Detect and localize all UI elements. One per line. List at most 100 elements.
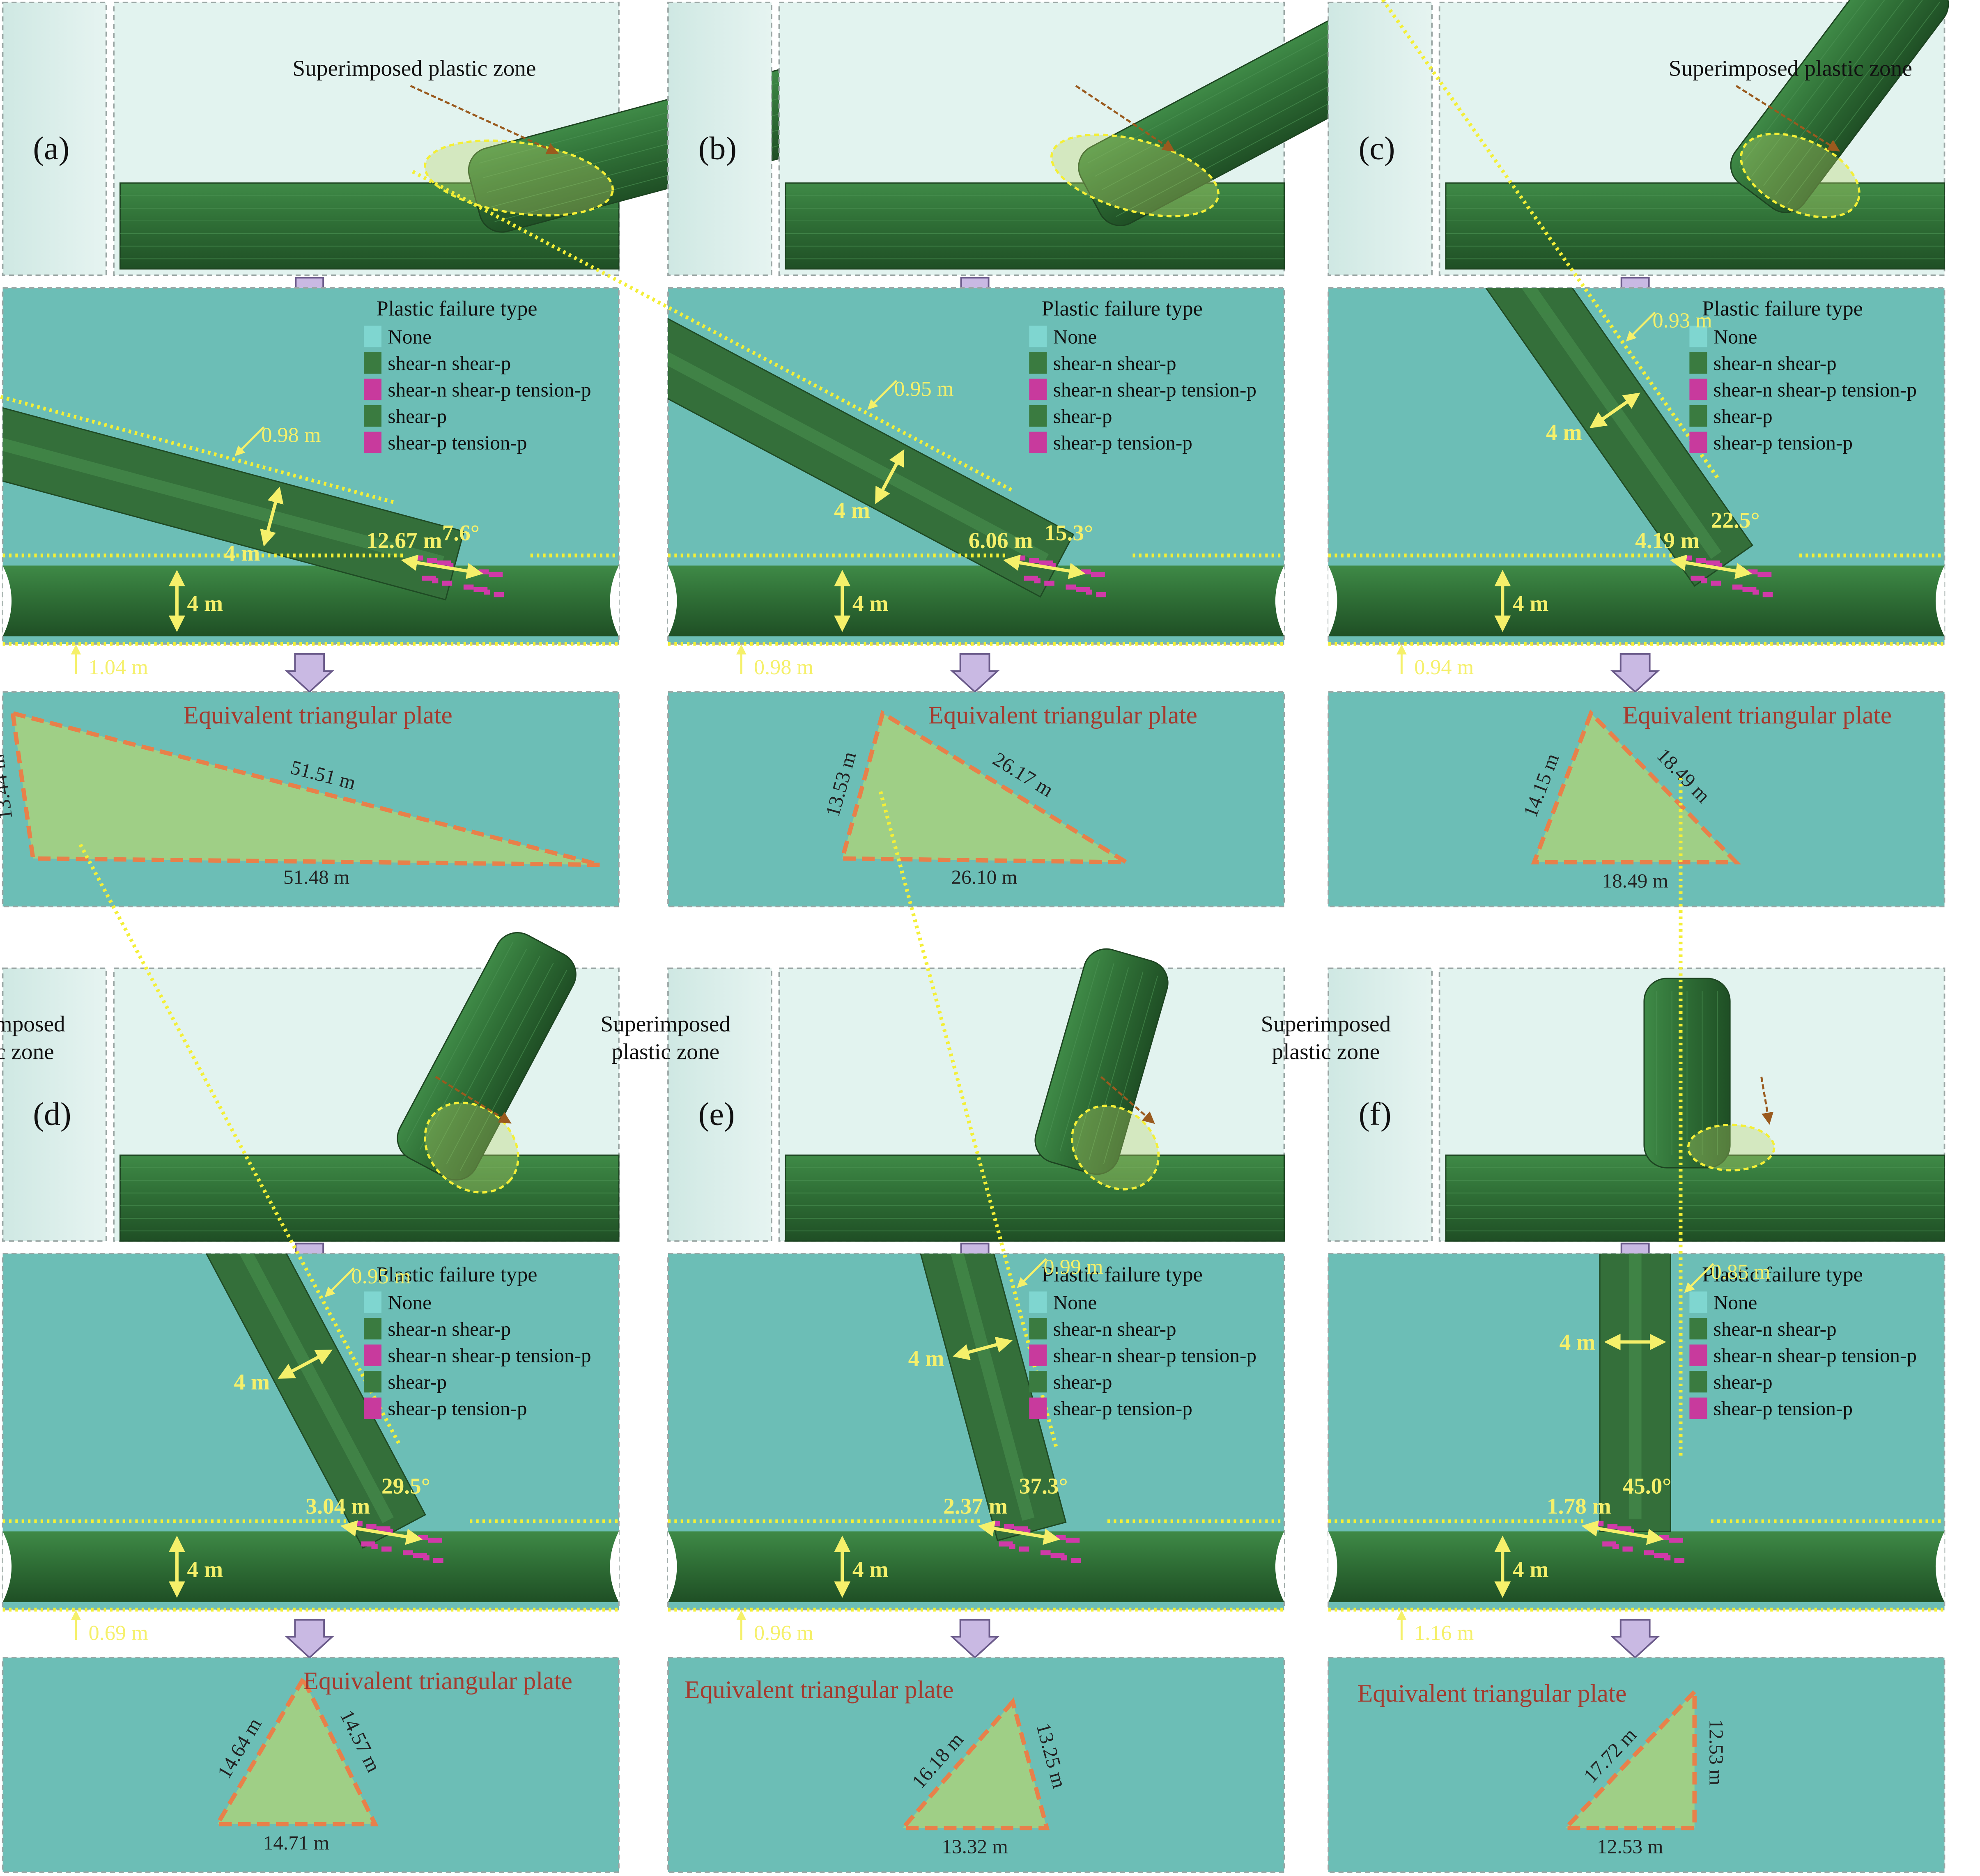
branch-highlight <box>2 438 444 569</box>
tension-spot <box>994 1521 1000 1527</box>
annotations: 4 m4 m0.99 m0.96 m2.37 m37.3° <box>736 1255 1103 1645</box>
plate-bottom-label: 18.49 m <box>1602 870 1668 892</box>
legend-label: shear-p <box>388 1371 447 1393</box>
plastic-zone-ellipse <box>1740 133 1861 218</box>
tension-spot <box>366 1524 377 1529</box>
thickness-branch-tick <box>1626 311 1656 342</box>
tunnel-end-right <box>1275 565 1284 636</box>
legend-label: shear-n shear-p tension-p <box>388 378 591 401</box>
branch-highlight <box>951 1254 1035 1521</box>
equivalent-triangle <box>10 710 601 867</box>
legend-swatch <box>363 1397 381 1419</box>
plastic-zone-ellipse <box>424 1101 519 1194</box>
intersection-length-label: 6.06 m <box>969 528 1033 553</box>
angle-label: 45.0° <box>1622 1473 1671 1498</box>
legend-title: Plastic failure type <box>1702 297 1863 321</box>
mesh-line <box>1763 0 1916 186</box>
legend-label: None <box>388 1291 432 1313</box>
tension-spot <box>1055 1535 1066 1541</box>
plastic-zone-label: Superimposed plastic zone <box>292 55 536 80</box>
tension-spot <box>1066 1537 1080 1543</box>
legend-swatch <box>363 1371 381 1393</box>
tension-spot <box>1091 572 1105 577</box>
tension-spot <box>1607 1524 1618 1529</box>
tension-spot <box>1664 1555 1671 1561</box>
width-main-label: 4 m <box>852 1557 889 1582</box>
mesh-line <box>1787 2 1940 204</box>
thickness-bottom-label: 1.04 m <box>89 655 148 679</box>
main-tunnel-body <box>1328 1531 1945 1602</box>
tension-spot <box>478 569 489 574</box>
tension-spot <box>356 1521 363 1527</box>
main-tunnel <box>668 1531 1284 1602</box>
legend-label: shear-n shear-p <box>1053 1318 1176 1340</box>
mesh-line <box>459 970 567 1171</box>
branch-tunnel-3d <box>1730 0 1949 213</box>
plastic-zone-pointer <box>410 85 559 154</box>
legend-swatch <box>1689 1344 1707 1366</box>
legend-swatch <box>363 432 381 453</box>
thickness-branch-label: 0.95 m <box>894 377 953 401</box>
tension-spot <box>1762 592 1773 597</box>
legend-title: Plastic failure type <box>1702 1263 1863 1286</box>
main-tunnel <box>668 565 1284 636</box>
legend-swatch <box>1689 1318 1707 1340</box>
mesh-line <box>1775 0 1928 195</box>
legend-swatch <box>1029 326 1047 347</box>
branch-tunnel-3d <box>1034 948 1169 1175</box>
panel-label: (a) <box>33 130 69 166</box>
legend-swatch <box>1029 1291 1047 1313</box>
flow-arrow-2 <box>285 1619 335 1659</box>
mesh-line <box>1751 0 1904 177</box>
main-tunnel-body <box>2 1531 619 1602</box>
width-branch-label: 4 m <box>908 1346 944 1371</box>
legend-label: shear-n shear-p <box>388 352 511 374</box>
legend-swatch <box>363 1291 381 1313</box>
legend-label: shear-p tension-p <box>1714 432 1853 454</box>
legend-label: None <box>1053 325 1097 348</box>
plastic-zone-label-line: Superimposed <box>1261 1011 1391 1036</box>
angle-label: 7.6° <box>442 520 480 545</box>
legend-label: None <box>388 325 432 348</box>
tension-spot <box>1086 589 1093 595</box>
legend-label: shear-p <box>1714 405 1773 427</box>
legend-title: Plastic failure type <box>1042 1263 1203 1286</box>
plate-title: Equivalent triangular plate <box>1622 701 1892 729</box>
legend-label: shear-p tension-p <box>388 432 527 454</box>
tension-spot <box>1061 1555 1067 1561</box>
thickness-branch-label: 0.98 m <box>261 423 321 447</box>
width-branch-arrow <box>875 449 905 504</box>
intersection-length-arrow <box>1581 1520 1664 1545</box>
plate-title: Equivalent triangular plate <box>183 701 453 729</box>
width-branch-label: 4 m <box>1560 1330 1596 1355</box>
tension-spot <box>1612 1544 1619 1549</box>
branch-highlight <box>668 351 1049 565</box>
legend-title: Plastic failure type <box>377 297 537 321</box>
legend-swatch <box>363 1344 381 1366</box>
intersection-length-arrow <box>978 1520 1060 1545</box>
legend-label: None <box>1714 1291 1757 1313</box>
tension-spot <box>1040 1550 1051 1556</box>
tension-spot <box>418 1535 428 1541</box>
plastic-zone-pointer <box>1760 1077 1774 1125</box>
plastic-zone-label-line: plastic zone <box>611 1039 719 1064</box>
panel-label: (f) <box>1359 1096 1392 1132</box>
plastic-zone-pointer <box>1075 85 1175 152</box>
flow-arrow-2 <box>950 653 1000 693</box>
plate-hyp-label: 12.53 m <box>1705 1719 1728 1785</box>
branch-tunnel-3d <box>397 932 577 1181</box>
legend-label: shear-n shear-p <box>1714 352 1837 374</box>
tension-spot <box>1597 1521 1604 1527</box>
legend-title: Plastic failure type <box>1042 297 1203 321</box>
plastic-zone-pointer <box>1100 1076 1155 1124</box>
legend-swatch <box>1029 1318 1047 1340</box>
thickness-branch-label: 0.95 m <box>351 1264 411 1288</box>
tunnel-end-left <box>2 1531 12 1602</box>
